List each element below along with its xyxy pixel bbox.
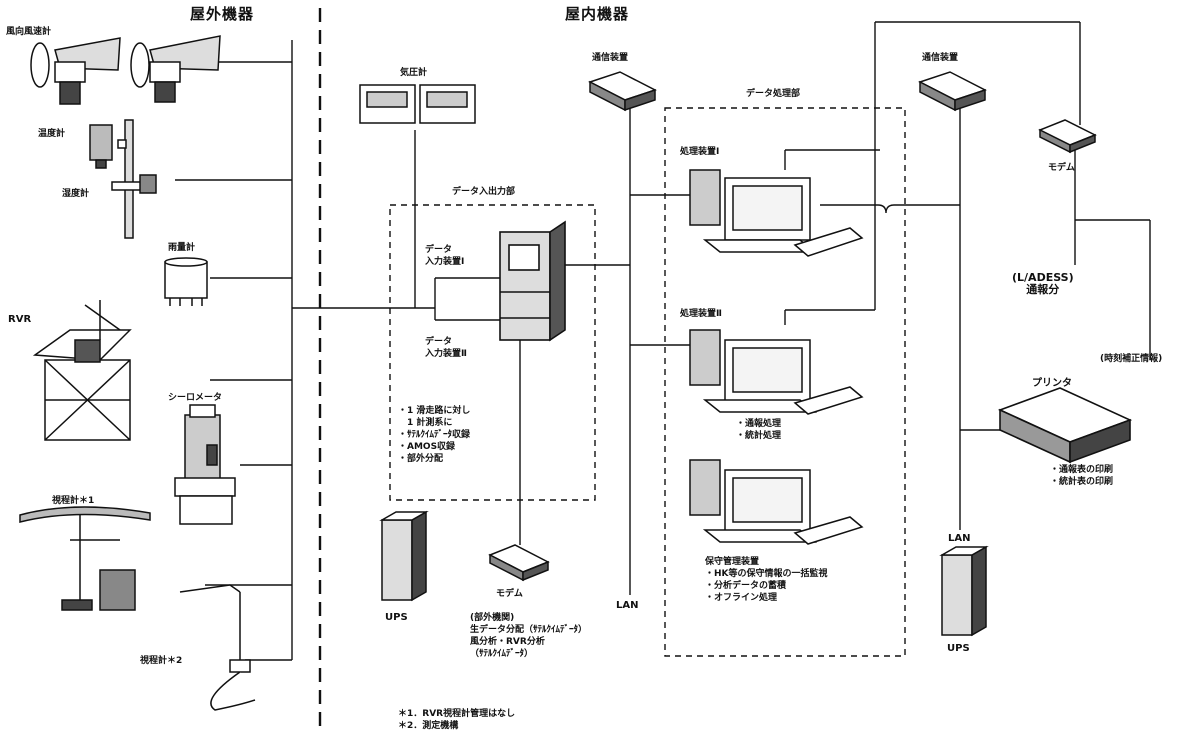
thermometer-icon (89, 119, 157, 239)
obs-info-label: (時刻補正情報) (1100, 354, 1163, 364)
io-rack-icon (499, 220, 566, 342)
ups-left-icon (379, 510, 429, 602)
external-notes: (部外機関) 生データ分配（ｻﾃﾙｸｲﾑﾃﾞｰﾀ） 風分析・RVR分析 （ｻﾃﾙ… (470, 613, 588, 659)
ceilometer-label: シーロメータ (168, 393, 223, 403)
footnote-1: ＊1．RVR視程計管理はなし (398, 709, 516, 719)
io-unit-title: データ入出力部 (452, 187, 516, 197)
rain-gauge-label: 雨量計 (168, 243, 196, 253)
processing-computer-2-icon (689, 329, 864, 415)
wind-sensor-icon (30, 35, 221, 105)
humidity-label: 湿度計 (62, 189, 90, 199)
processing-computer-1-icon (689, 169, 864, 257)
io-notes: ・1 滑走路に対し 1 計測系に ・ｻﾃﾙｸｲﾑﾃﾞｰﾀ収録 ・AMOS収録 ・… (398, 406, 471, 464)
section-outdoor-title: 屋外機器 (190, 5, 255, 23)
data-input-2-label: データ 入力装置Ⅱ (425, 337, 467, 359)
relay-device-right-icon (918, 71, 987, 112)
proc-1-label: 処理装置Ⅰ (680, 147, 720, 157)
barometer-icon (359, 84, 476, 124)
modem-bottom-label: モデム (496, 589, 523, 599)
maintenance-notes: 保守管理装置 ・HK等の保守情報の一括監視 ・分析データの蓄積 ・オフライン処理 (705, 557, 828, 603)
proc-notes: ・通報処理 ・統計処理 (736, 419, 782, 441)
ups-left-label: UPS (385, 612, 408, 623)
visibility-2-label: 視程計＊2 (140, 656, 183, 666)
rain-gauge-icon (164, 257, 208, 306)
relay-right-label: 通信装置 (922, 53, 959, 63)
rvr-label: RVR (8, 314, 32, 325)
ladess-label: (L/ADESS) 通報分 (1012, 271, 1074, 296)
section-indoor-title: 屋内機器 (565, 5, 630, 23)
lan-right-label: LAN (948, 533, 971, 544)
temperature-label: 温度計 (38, 129, 66, 139)
relay-device-left-icon (588, 71, 657, 112)
printer-label: プリンタ (1032, 378, 1072, 389)
modem-bottom-icon (488, 544, 550, 582)
modem-top-icon (1038, 119, 1097, 154)
ups-right-icon (939, 545, 989, 637)
wind-sensor-label: 風向風速計 (6, 27, 52, 37)
proc-2-label: 処理装置Ⅱ (680, 309, 722, 319)
barometer-label: 気圧計 (400, 68, 428, 78)
modem-top-label: モデム (1048, 163, 1075, 173)
printer-notes: ・通報表の印刷 ・統計表の印刷 (1050, 465, 1114, 487)
visibility-1-label: 視程計＊1 (52, 496, 95, 506)
data-proc-title: データ処理部 (746, 89, 801, 99)
visibility-meter-1-icon (19, 506, 151, 611)
relay-left-label: 通信装置 (592, 53, 629, 63)
visibility-meter-2-icon (179, 584, 256, 711)
data-input-1-label: データ 入力装置Ⅰ (425, 245, 465, 267)
printer-icon (997, 387, 1133, 464)
footnote-2: ＊2．測定機構 (398, 721, 459, 731)
maintenance-computer-icon (689, 459, 864, 545)
ups-right-label: UPS (947, 643, 970, 654)
lan-mid-label: LAN (616, 600, 639, 611)
rvr-tower-icon (32, 300, 132, 441)
ceilometer-icon (174, 404, 236, 525)
